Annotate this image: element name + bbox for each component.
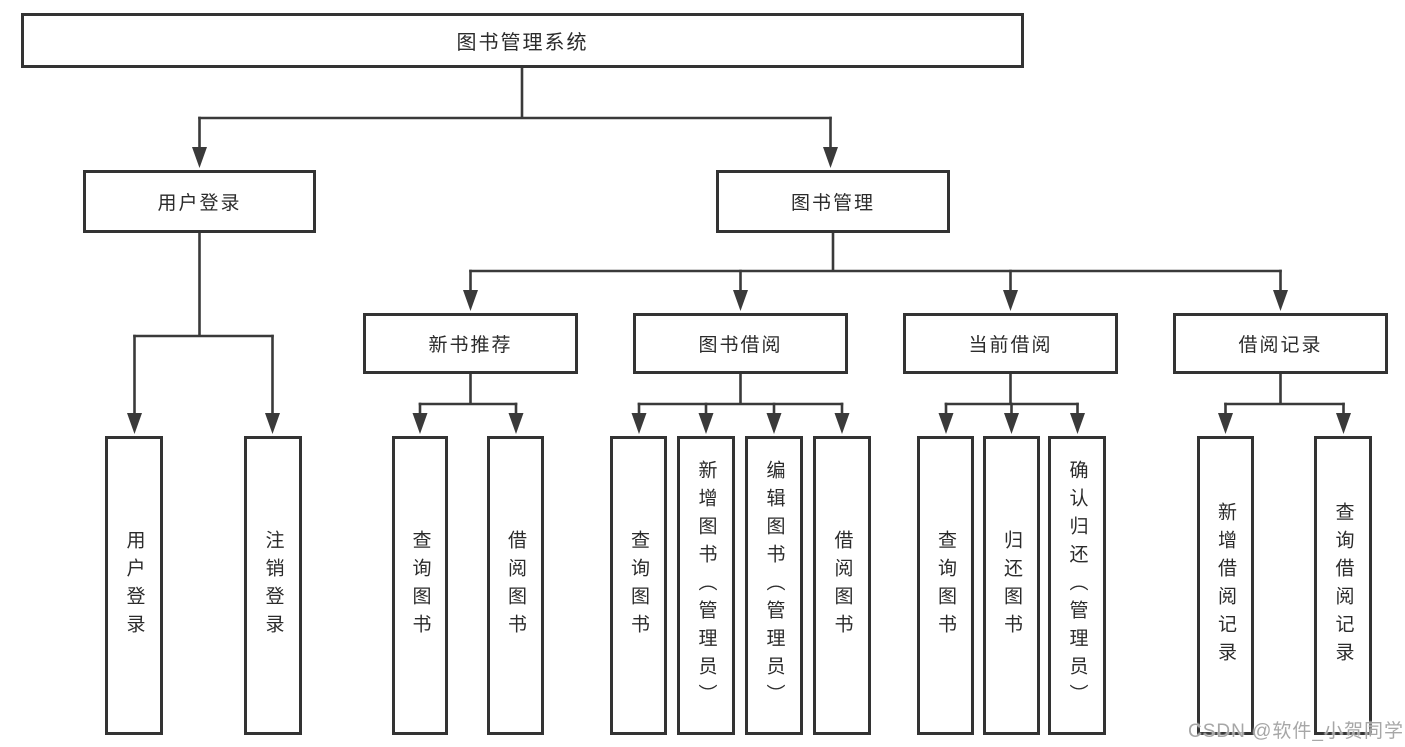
- node-label: 借阅图书: [831, 529, 853, 642]
- csdn-watermark: CSDN @软件_小贺同学: [1188, 721, 1404, 742]
- node-label: 查询图书: [628, 529, 649, 642]
- leaf-query-borrow-record: 查询借阅记录: [1314, 436, 1372, 735]
- node-library-management-system: 图书管理系统: [21, 13, 1024, 68]
- leaf-query-books-2: 查询图书: [610, 436, 667, 735]
- leaf-borrow-books-1: 借阅图书: [487, 436, 544, 735]
- leaf-add-book-admin: 新增图书（管理员）: [677, 436, 735, 735]
- node-label: 图书借阅: [698, 335, 783, 356]
- node-label: 借阅记录: [1238, 335, 1323, 356]
- leaf-confirm-return-admin: 确认归还（管理员）: [1048, 436, 1106, 735]
- node-new-book-recommend: 新书推荐: [363, 313, 578, 374]
- leaf-borrow-books-2: 借阅图书: [813, 436, 871, 735]
- node-label: 归还图书: [1001, 529, 1022, 642]
- leaf-query-books-1: 查询图书: [392, 436, 448, 735]
- node-label: 新增借阅记录: [1215, 501, 1236, 670]
- leaf-edit-book-admin: 编辑图书（管理员）: [745, 436, 803, 735]
- node-label: 用户登录: [157, 193, 242, 214]
- leaf-add-borrow-record: 新增借阅记录: [1197, 436, 1254, 735]
- node-label: 注销登录: [262, 529, 284, 642]
- node-label: 确认归还（管理员）: [1066, 459, 1088, 712]
- node-label: 用户登录: [123, 529, 145, 642]
- node-label: 借阅图书: [505, 529, 526, 642]
- node-label: 编辑图书（管理员）: [763, 459, 785, 712]
- node-label: 新增图书（管理员）: [695, 459, 717, 712]
- node-label: 图书管理: [790, 193, 875, 214]
- node-label: 当前借阅: [968, 335, 1053, 356]
- node-label: 查询借阅记录: [1332, 501, 1354, 670]
- node-current-borrow: 当前借阅: [903, 313, 1118, 374]
- leaf-return-books: 归还图书: [983, 436, 1040, 735]
- leaf-user-login: 用户登录: [105, 436, 163, 735]
- leaf-logout: 注销登录: [244, 436, 302, 735]
- node-book-borrow: 图书借阅: [633, 313, 848, 374]
- leaf-query-books-3: 查询图书: [917, 436, 974, 735]
- node-borrow-records: 借阅记录: [1173, 313, 1388, 374]
- node-label: 新书推荐: [428, 335, 513, 356]
- node-label: 查询图书: [935, 529, 956, 642]
- node-label: 图书管理系统: [456, 32, 589, 54]
- node-user-login: 用户登录: [83, 170, 316, 233]
- node-label: 查询图书: [409, 529, 431, 642]
- node-book-management: 图书管理: [716, 170, 950, 233]
